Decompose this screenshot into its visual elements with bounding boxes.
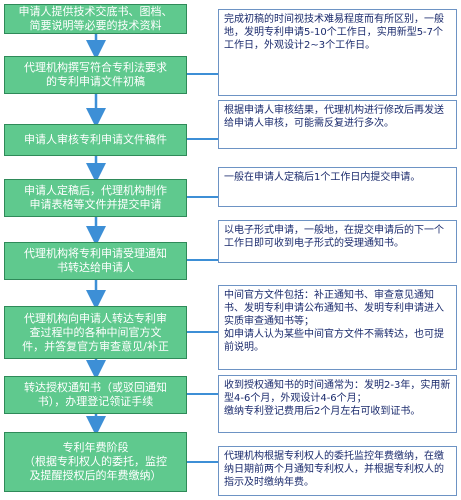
note-intermediate-documents: 中间官方文件包括：补正通知书、审查意见通知书、发明专利申请公布通知书、发明专利申… — [218, 285, 457, 370]
step-annuity-stage: 专利年费阶段 （根据专利权人的委托，监控 及提醒授权后的年费缴纳） — [4, 432, 187, 492]
step-forward-office-actions: 代理机构向申请人转达专利审 查过程中的各种中间官方文 件，并答复官方审查意见/补… — [4, 306, 187, 359]
step-finalize-submit: 申请人定稿后，代理机构制作 申请表格等文件并提交申请 — [4, 179, 187, 217]
note-submit-timing: 一般在申请人定稿后1个工作日内提交申请。 — [218, 167, 457, 207]
note-grant-timing: 收到授权通知书的时间通常为：发明2-3年，实用新型4-6个月，外观设计4-6个月… — [218, 375, 457, 433]
note-review-iterations: 根据申请人审核结果，代理机构进行修改后再发送给申请人审核，可能需反复进行多次。 — [218, 100, 457, 149]
note-draft-timing: 完成初稿的时间视技术难易程度而有所区别，一般地，发明专利申请5-10个工作日，实… — [218, 9, 457, 96]
note-annuity-monitoring: 代理机构根据专利权人的委托监控年费缴纳，在缴纳日期前两个月通知专利权人，并根据专… — [218, 446, 457, 496]
step-grant-registration: 转达授权通知书（或驳回通知 书），办理登记领证手续 — [4, 376, 187, 414]
step-review-draft: 申请人审核专利申请文件稿件 — [4, 124, 187, 156]
step-forward-acceptance: 代理机构将专利申请受理通知 书转达给申请人 — [4, 242, 187, 280]
step-provide-materials: 申请人提供技术交底书、图档、 简要说明等必要的技术资料 — [4, 4, 187, 34]
note-electronic-receipt: 以电子形式申请，一般地，在提交申请后的下一个工作日即可收到电子形式的受理通知书。 — [218, 220, 457, 263]
step-draft-application: 代理机构撰写符合专利法要求 的专利申请文件初稿 — [4, 56, 187, 94]
